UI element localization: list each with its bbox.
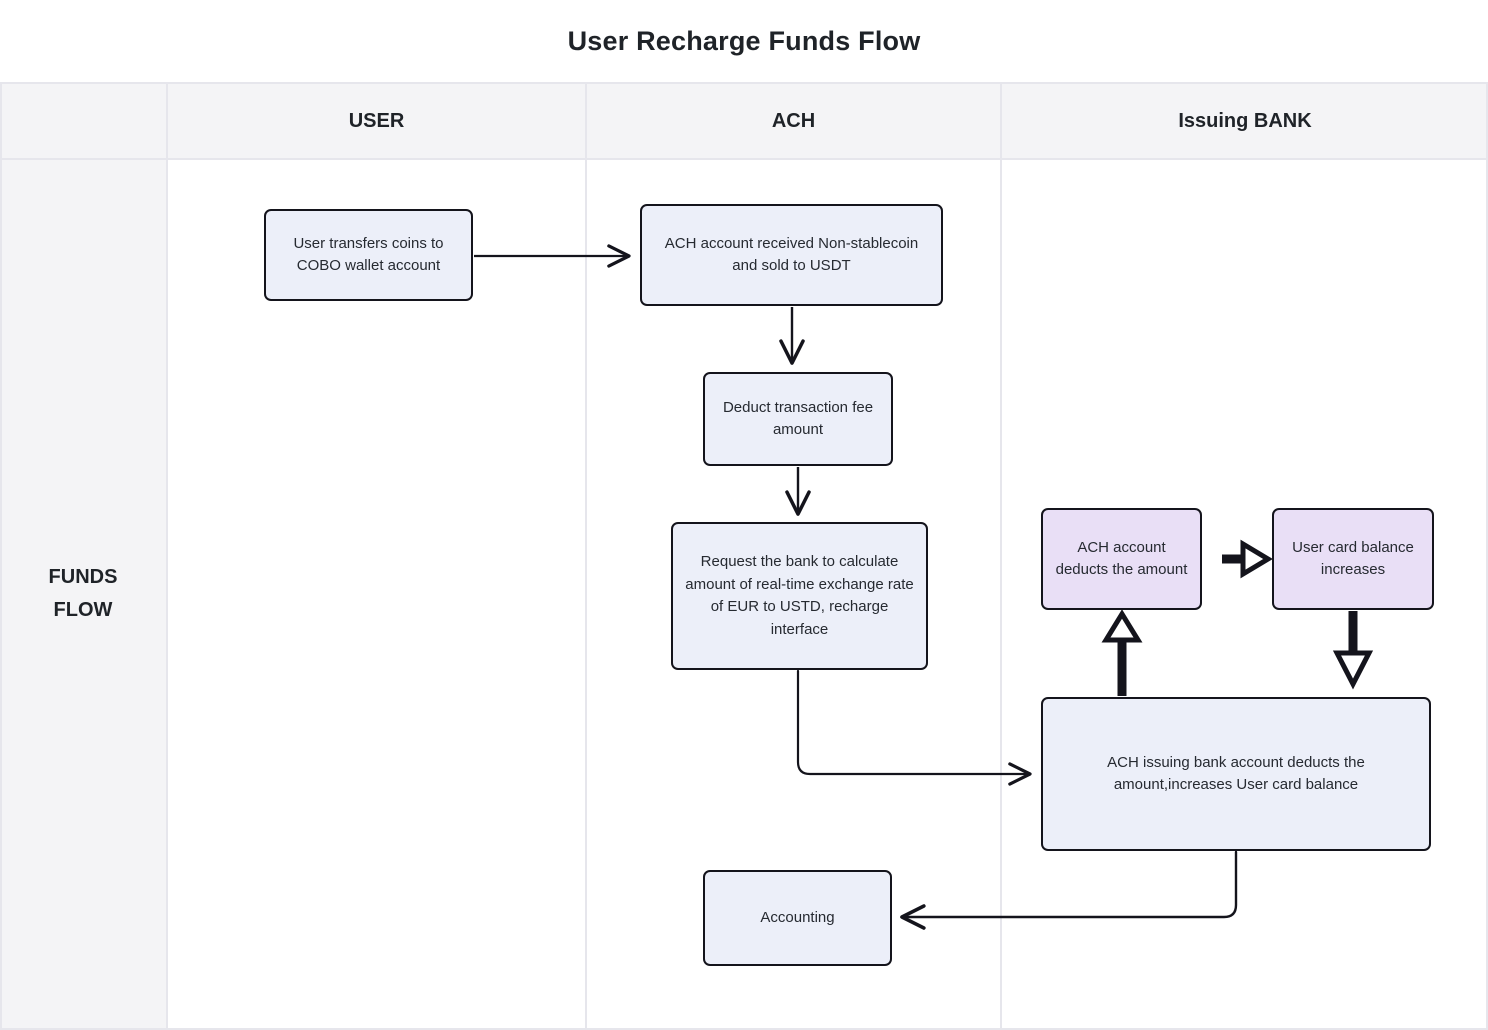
grid-line-header-bottom <box>0 158 1488 160</box>
node-ach-account-deducts[interactable]: ACH account deducts the amount <box>1041 508 1202 610</box>
node-user-card-balance-increases[interactable]: User card balance increases <box>1272 508 1434 610</box>
grid-line-top <box>0 82 1488 84</box>
node-accounting[interactable]: Accounting <box>703 870 892 966</box>
node-user-transfers-coins[interactable]: User transfers coins to COBO wallet acco… <box>264 209 473 301</box>
grid-line-col-1 <box>166 84 168 1028</box>
node-deduct-transaction-fee[interactable]: Deduct transaction fee amount <box>703 372 893 466</box>
row-header-line-1: FUNDS <box>48 566 118 588</box>
column-header-user: USER <box>168 84 585 158</box>
grid-line-col-2 <box>585 84 587 1028</box>
grid-line-bottom <box>0 1028 1488 1030</box>
grid-line-left <box>0 84 2 1028</box>
column-header-ach: ACH <box>587 84 1000 158</box>
column-header-bank: Issuing BANK <box>1002 84 1488 158</box>
grid-line-right <box>1486 84 1488 1028</box>
page-title: User Recharge Funds Flow <box>567 26 921 56</box>
lane-body-user <box>168 160 585 1028</box>
row-header-line-2: FLOW <box>53 599 113 621</box>
title-bar: User Recharge Funds Flow <box>0 0 1488 83</box>
header-cell-corner <box>0 84 166 158</box>
node-issuing-bank-deducts[interactable]: ACH issuing bank account deducts the amo… <box>1041 697 1431 851</box>
node-request-bank-calculate[interactable]: Request the bank to calculate amount of … <box>671 522 928 670</box>
grid-line-col-3 <box>1000 84 1002 1028</box>
node-ach-account-received[interactable]: ACH account received Non-stablecoin and … <box>640 204 943 306</box>
row-header-funds-flow: FUNDS FLOW <box>0 160 166 1028</box>
